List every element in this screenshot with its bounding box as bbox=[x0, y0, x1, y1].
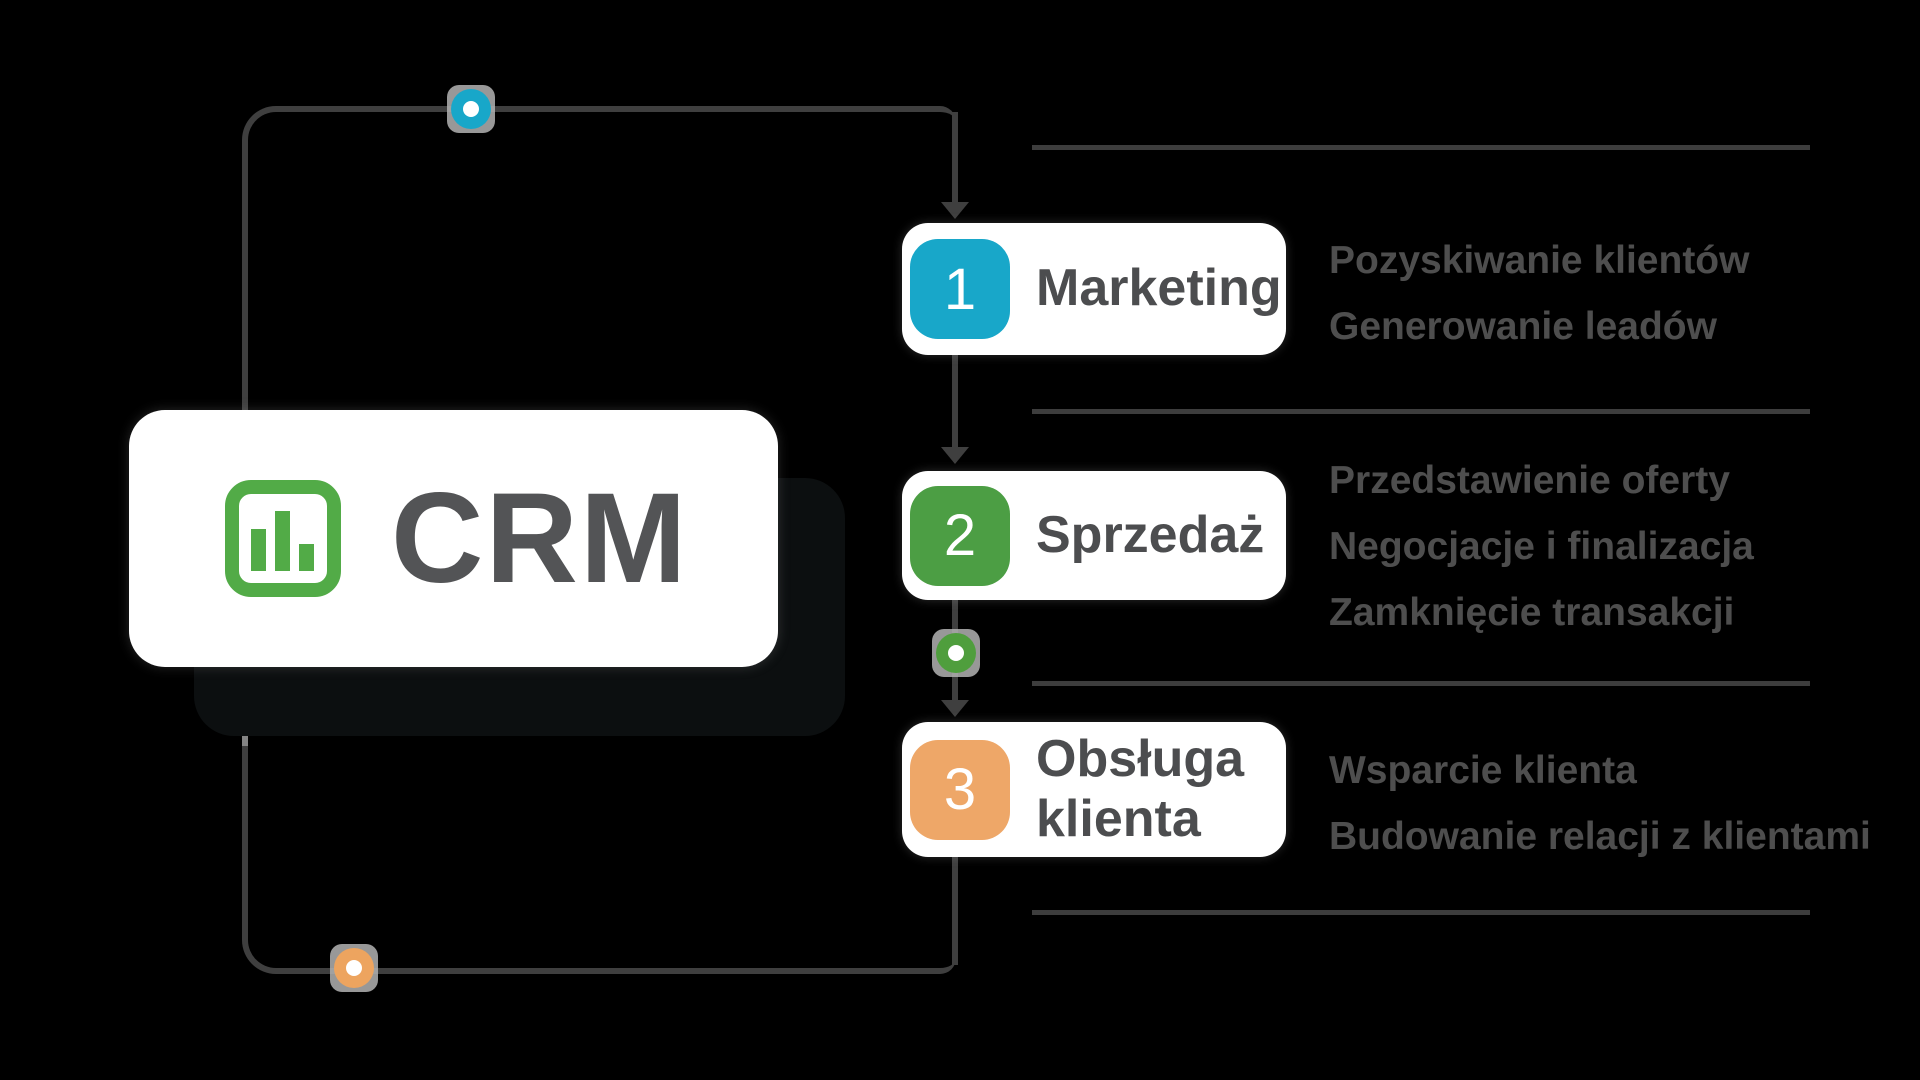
description-line: Pozyskiwanie klientów bbox=[1329, 239, 1750, 282]
description-line: Negocjacje i finalizacja bbox=[1329, 525, 1754, 568]
step-label: Marketing bbox=[1036, 259, 1282, 318]
arrow-down-icon bbox=[941, 700, 969, 717]
step-number-badge: 1 bbox=[910, 239, 1010, 339]
step-card-sales: 2 Sprzedaż bbox=[902, 471, 1286, 600]
crm-logo-card: CRM bbox=[129, 410, 778, 667]
bar-chart-icon bbox=[225, 480, 341, 597]
description-line: Zamknięcie transakcji bbox=[1329, 591, 1735, 634]
connector-segment-top bbox=[952, 112, 958, 204]
description-line: Wsparcie klienta bbox=[1329, 749, 1637, 792]
section-divider bbox=[1032, 409, 1810, 414]
marketing-node-icon bbox=[451, 89, 491, 129]
bar-chart-bar bbox=[299, 544, 314, 571]
connector-segment-1-2 bbox=[952, 355, 958, 449]
node-core bbox=[948, 645, 964, 661]
section-divider bbox=[1032, 681, 1810, 686]
bar-chart-bar bbox=[275, 511, 290, 571]
sales-description: Przedstawienie oferty Negocjacje i final… bbox=[1329, 448, 1754, 646]
customer-service-description: Wsparcie klienta Budowanie relacji z kli… bbox=[1329, 738, 1871, 870]
description-line: Generowanie leadów bbox=[1329, 305, 1717, 348]
step-number-badge: 2 bbox=[910, 485, 1010, 586]
connector-segment-bottom bbox=[952, 857, 958, 965]
description-line: Przedstawienie oferty bbox=[1329, 459, 1730, 502]
node-core bbox=[346, 960, 362, 976]
node-core bbox=[463, 101, 479, 117]
step-label: Sprzedaż bbox=[1036, 505, 1265, 564]
description-line: Budowanie relacji z klientami bbox=[1329, 815, 1871, 858]
service-node-icon bbox=[334, 948, 374, 988]
step-card-marketing: 1 Marketing bbox=[902, 223, 1286, 355]
section-divider bbox=[1032, 910, 1810, 915]
step-card-customer-service: 3 Obsługa klienta bbox=[902, 722, 1286, 857]
arrow-down-icon bbox=[941, 202, 969, 219]
dashed-line-segment bbox=[242, 734, 248, 746]
sales-node-icon bbox=[936, 633, 976, 673]
crm-title: CRM bbox=[391, 466, 689, 610]
arrow-down-icon bbox=[941, 447, 969, 464]
bar-chart-bar bbox=[251, 529, 266, 571]
step-label: Obsługa klienta bbox=[1036, 729, 1245, 848]
marketing-description: Pozyskiwanie klientów Generowanie leadów bbox=[1329, 228, 1749, 360]
step-number-badge: 3 bbox=[910, 739, 1010, 840]
section-divider bbox=[1032, 145, 1810, 150]
